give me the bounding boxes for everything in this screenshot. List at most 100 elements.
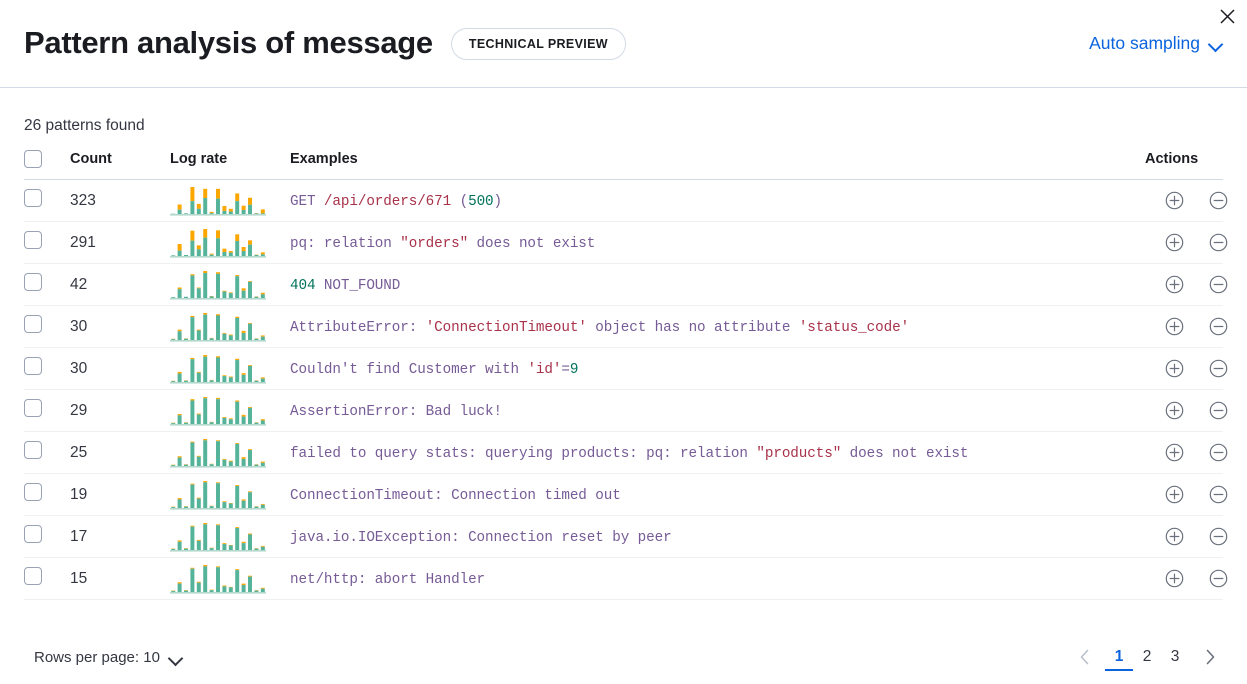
row-example-cell: net/http: abort Handler [290, 557, 1145, 601]
row-checkbox[interactable] [24, 273, 42, 292]
filter-out-icon[interactable] [1207, 316, 1229, 338]
row-example-message: pq: relation "orders" does not exist [290, 235, 596, 252]
row-count-value: 291 [70, 233, 96, 251]
filter-in-icon[interactable] [1163, 190, 1185, 212]
title-group: Pattern analysis of message TECHNICAL PR… [24, 26, 626, 60]
log-rate-sparkline [170, 186, 290, 216]
header-right: Auto sampling [1089, 33, 1223, 54]
pagination-page-2[interactable]: 2 [1142, 648, 1152, 665]
row-checkbox[interactable] [24, 315, 42, 334]
filter-in-icon[interactable] [1163, 400, 1185, 422]
table-row[interactable]: 323 GET /api/orders/671 (500) [24, 179, 1228, 223]
row-count-cell: 30 [70, 305, 170, 349]
table-row[interactable]: 15 net/http: abort Handler [24, 557, 1228, 601]
select-all-header [24, 150, 70, 181]
technical-preview-badge: TECHNICAL PREVIEW [450, 27, 626, 60]
log-rate-sparkline [170, 312, 290, 342]
filter-out-icon[interactable] [1207, 484, 1229, 506]
table-row[interactable]: 29 AssertionError: Bad luck! [24, 389, 1228, 433]
row-count-cell: 291 [70, 221, 170, 265]
row-example-cell: Couldn't find Customer with 'id'=9 [290, 347, 1145, 391]
row-select-cell [24, 263, 70, 307]
chevron-left-icon[interactable] [1069, 642, 1099, 672]
filter-out-icon[interactable] [1207, 568, 1229, 590]
filter-out-icon[interactable] [1207, 358, 1229, 380]
pagination-page-3[interactable]: 3 [1170, 648, 1180, 665]
row-actions-cell [1145, 263, 1228, 307]
table-row[interactable]: 42 404 NOT_FOUND [24, 263, 1228, 307]
filter-in-icon[interactable] [1163, 484, 1185, 506]
table-row[interactable]: 30 Couldn't find Customer with 'id'=9 [24, 347, 1228, 391]
log-rate-sparkline [170, 270, 290, 300]
column-header-log-rate[interactable]: Log rate [170, 150, 290, 181]
row-checkbox[interactable] [24, 567, 42, 586]
row-example-cell: java.io.IOException: Connection reset by… [290, 515, 1145, 559]
auto-sampling-label: Auto sampling [1089, 33, 1200, 53]
filter-out-icon[interactable] [1207, 442, 1229, 464]
column-header-actions: Actions [1145, 150, 1223, 181]
filter-in-icon[interactable] [1163, 358, 1185, 380]
filter-out-icon[interactable] [1207, 274, 1229, 296]
row-actions-cell [1145, 473, 1228, 517]
filter-out-icon[interactable] [1207, 190, 1229, 212]
column-header-count[interactable]: Count [70, 150, 170, 181]
filter-out-icon[interactable] [1207, 232, 1229, 254]
patterns-table: Count Log rate Examples Actions 323 GET … [24, 150, 1228, 601]
row-count-cell: 30 [70, 347, 170, 391]
select-all-checkbox[interactable] [24, 150, 42, 169]
row-checkbox[interactable] [24, 189, 42, 208]
row-checkbox[interactable] [24, 231, 42, 250]
row-checkbox[interactable] [24, 441, 42, 460]
rows-per-page-button[interactable]: Rows per page: 10 [22, 649, 183, 666]
row-count-cell: 17 [70, 515, 170, 559]
row-example-cell: AssertionError: Bad luck! [290, 389, 1145, 433]
row-example-cell: failed to query stats: querying products… [290, 431, 1145, 475]
auto-sampling-button[interactable]: Auto sampling [1089, 33, 1223, 54]
filter-in-icon[interactable] [1163, 526, 1185, 548]
close-icon[interactable] [1213, 2, 1241, 30]
filter-out-icon[interactable] [1207, 400, 1229, 422]
row-example-message: ConnectionTimeout: Connection timed out [290, 487, 621, 504]
log-rate-sparkline [170, 522, 290, 552]
patterns-found-count: 26 patterns found [24, 117, 145, 134]
page-title: Pattern analysis of message [24, 25, 433, 61]
log-rate-sparkline [170, 396, 290, 426]
row-select-cell [24, 347, 70, 391]
chevron-right-icon[interactable] [1195, 642, 1225, 672]
row-checkbox[interactable] [24, 357, 42, 376]
row-select-cell [24, 515, 70, 559]
row-example-message: 404 NOT_FOUND [290, 277, 401, 294]
row-actions-cell [1145, 347, 1228, 391]
filter-in-icon[interactable] [1163, 568, 1185, 590]
filter-in-icon[interactable] [1163, 442, 1185, 464]
row-log-rate-cell [170, 263, 290, 307]
row-checkbox[interactable] [24, 483, 42, 502]
row-count-cell: 42 [70, 263, 170, 307]
row-checkbox[interactable] [24, 525, 42, 544]
table-row[interactable]: 19 ConnectionTimeout: Connection timed o… [24, 473, 1228, 517]
row-actions-cell [1145, 221, 1228, 265]
table-row[interactable]: 25 failed to query stats: querying produ… [24, 431, 1228, 475]
column-header-examples[interactable]: Examples [290, 150, 1145, 181]
row-checkbox[interactable] [24, 399, 42, 418]
table-body: 323 GET /api/orders/671 (500) 291 pq: re… [24, 179, 1228, 601]
filter-in-icon[interactable] [1163, 232, 1185, 254]
filter-out-icon[interactable] [1207, 526, 1229, 548]
table-row[interactable]: 17 java.io.IOException: Connection reset… [24, 515, 1228, 559]
row-count-value: 323 [70, 191, 96, 209]
row-count-value: 29 [70, 401, 88, 419]
row-example-cell: ConnectionTimeout: Connection timed out [290, 473, 1145, 517]
table-row[interactable]: 30 AttributeError: 'ConnectionTimeout' o… [24, 305, 1228, 349]
table-row[interactable]: 291 pq: relation "orders" does not exist [24, 221, 1228, 265]
filter-in-icon[interactable] [1163, 316, 1185, 338]
row-log-rate-cell [170, 431, 290, 475]
log-rate-sparkline [170, 564, 290, 594]
row-example-cell: pq: relation "orders" does not exist [290, 221, 1145, 265]
row-actions-cell [1145, 515, 1228, 559]
pagination-page-1[interactable]: 1 [1105, 645, 1133, 671]
row-example-message: Couldn't find Customer with 'id'=9 [290, 361, 579, 378]
filter-in-icon[interactable] [1163, 274, 1185, 296]
